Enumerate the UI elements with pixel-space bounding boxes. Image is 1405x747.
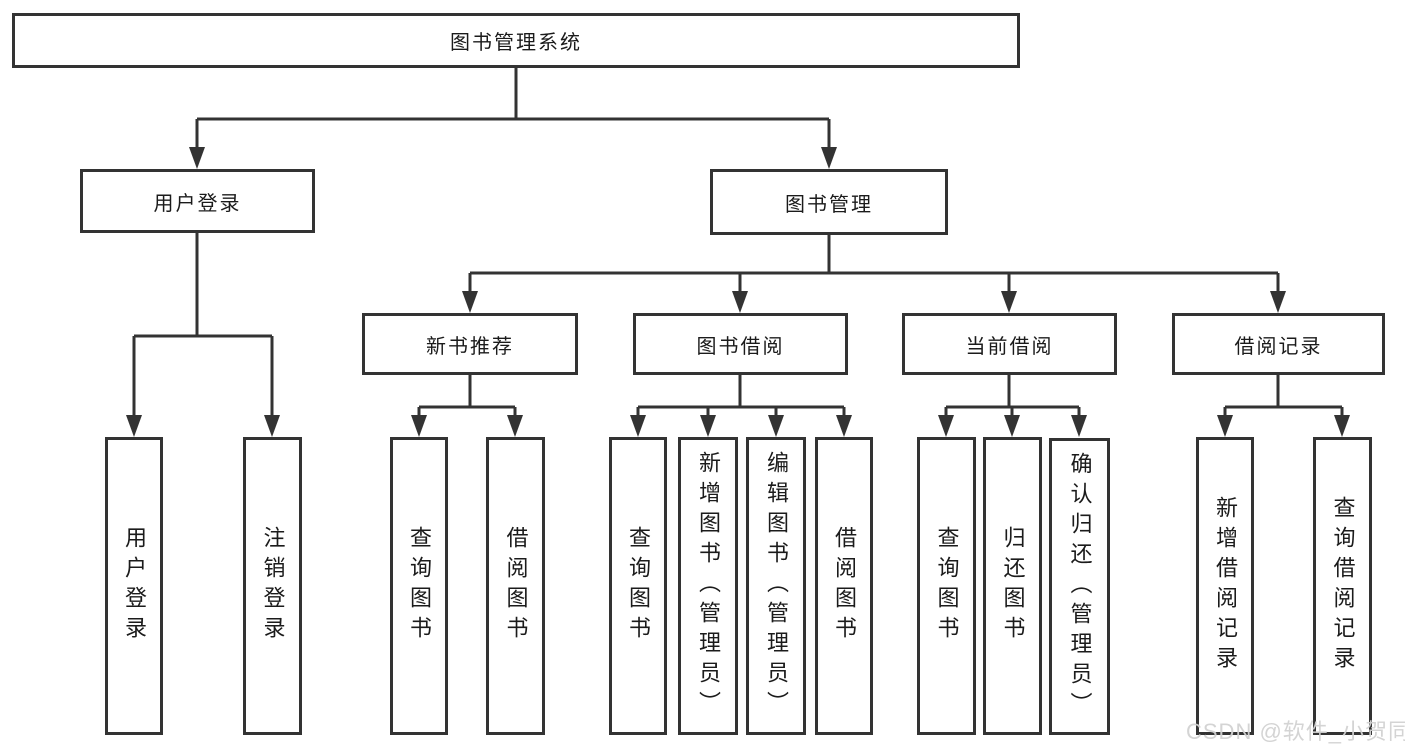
- node-book-borrow: 图书借阅: [633, 313, 848, 375]
- leaf-confirm-return-admin-label: 确认归还（管理员）: [1067, 451, 1093, 722]
- leaf-query-books-borrow: 查询图书: [609, 437, 667, 735]
- leaf-return-books-label: 归还图书: [1000, 526, 1026, 646]
- node-borrow-records-label: 借阅记录: [1234, 335, 1323, 358]
- leaf-user-login-label: 用户登录: [122, 526, 147, 646]
- node-book-borrow-label: 图书借阅: [696, 335, 785, 358]
- node-borrow-records: 借阅记录: [1172, 313, 1385, 375]
- node-user-login: 用户登录: [80, 169, 315, 233]
- leaf-borrow-books-recommend-label: 借阅图书: [503, 526, 529, 646]
- leaf-add-book-admin-label: 新增图书（管理员）: [696, 451, 721, 721]
- leaf-query-books-recommend-label: 查询图书: [407, 526, 432, 646]
- leaf-query-books-borrow-label: 查询图书: [626, 526, 651, 646]
- node-current-borrow: 当前借阅: [902, 313, 1117, 375]
- leaf-query-borrow-record: 查询借阅记录: [1313, 437, 1372, 735]
- leaf-borrow-books-recommend: 借阅图书: [486, 437, 545, 735]
- node-book-management: 图书管理: [710, 169, 948, 235]
- node-user-login-label: 用户登录: [153, 192, 242, 215]
- root-node: 图书管理系统: [12, 13, 1020, 68]
- node-current-borrow-label: 当前借阅: [965, 335, 1054, 358]
- leaf-borrow-books-label: 借阅图书: [832, 526, 857, 646]
- leaf-query-books-recommend: 查询图书: [390, 437, 448, 735]
- leaf-borrow-books: 借阅图书: [815, 437, 873, 735]
- leaf-confirm-return-admin: 确认归还（管理员）: [1049, 438, 1110, 735]
- node-new-book-recommend-label: 新书推荐: [426, 335, 514, 358]
- leaf-edit-book-admin: 编辑图书（管理员）: [746, 437, 806, 735]
- leaf-add-book-admin: 新增图书（管理员）: [678, 437, 738, 735]
- leaf-return-books: 归还图书: [983, 437, 1042, 735]
- leaf-add-borrow-record: 新增借阅记录: [1196, 437, 1254, 735]
- leaf-edit-book-admin-label: 编辑图书（管理员）: [764, 451, 789, 721]
- leaf-user-login: 用户登录: [105, 437, 163, 735]
- leaf-query-books-current-label: 查询图书: [934, 526, 960, 646]
- node-new-book-recommend: 新书推荐: [362, 313, 578, 375]
- leaf-logout-label: 注销登录: [260, 526, 286, 646]
- leaf-query-books-current: 查询图书: [917, 437, 976, 735]
- leaf-query-borrow-record-label: 查询借阅记录: [1330, 496, 1356, 676]
- root-node-label: 图书管理系统: [450, 32, 582, 54]
- leaf-add-borrow-record-label: 新增借阅记录: [1213, 496, 1238, 676]
- csdn-watermark: CSDN @软件_小贺同学: [1186, 719, 1405, 744]
- node-book-management-label: 图书管理: [785, 193, 873, 216]
- leaf-logout: 注销登录: [243, 437, 302, 735]
